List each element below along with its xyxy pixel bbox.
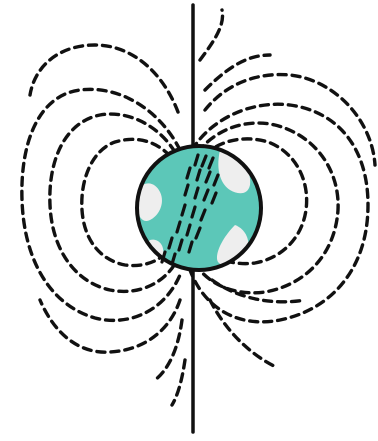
field-line-left-6 [155,320,182,380]
field-line-right-5 [200,10,223,60]
field-line-left-7 [172,360,185,405]
field-line-right-7 [210,300,278,368]
earth-globe [137,146,261,270]
field-line-right-8 [212,280,305,302]
field-line-left-5 [40,300,180,352]
field-line-right-4 [205,75,375,165]
